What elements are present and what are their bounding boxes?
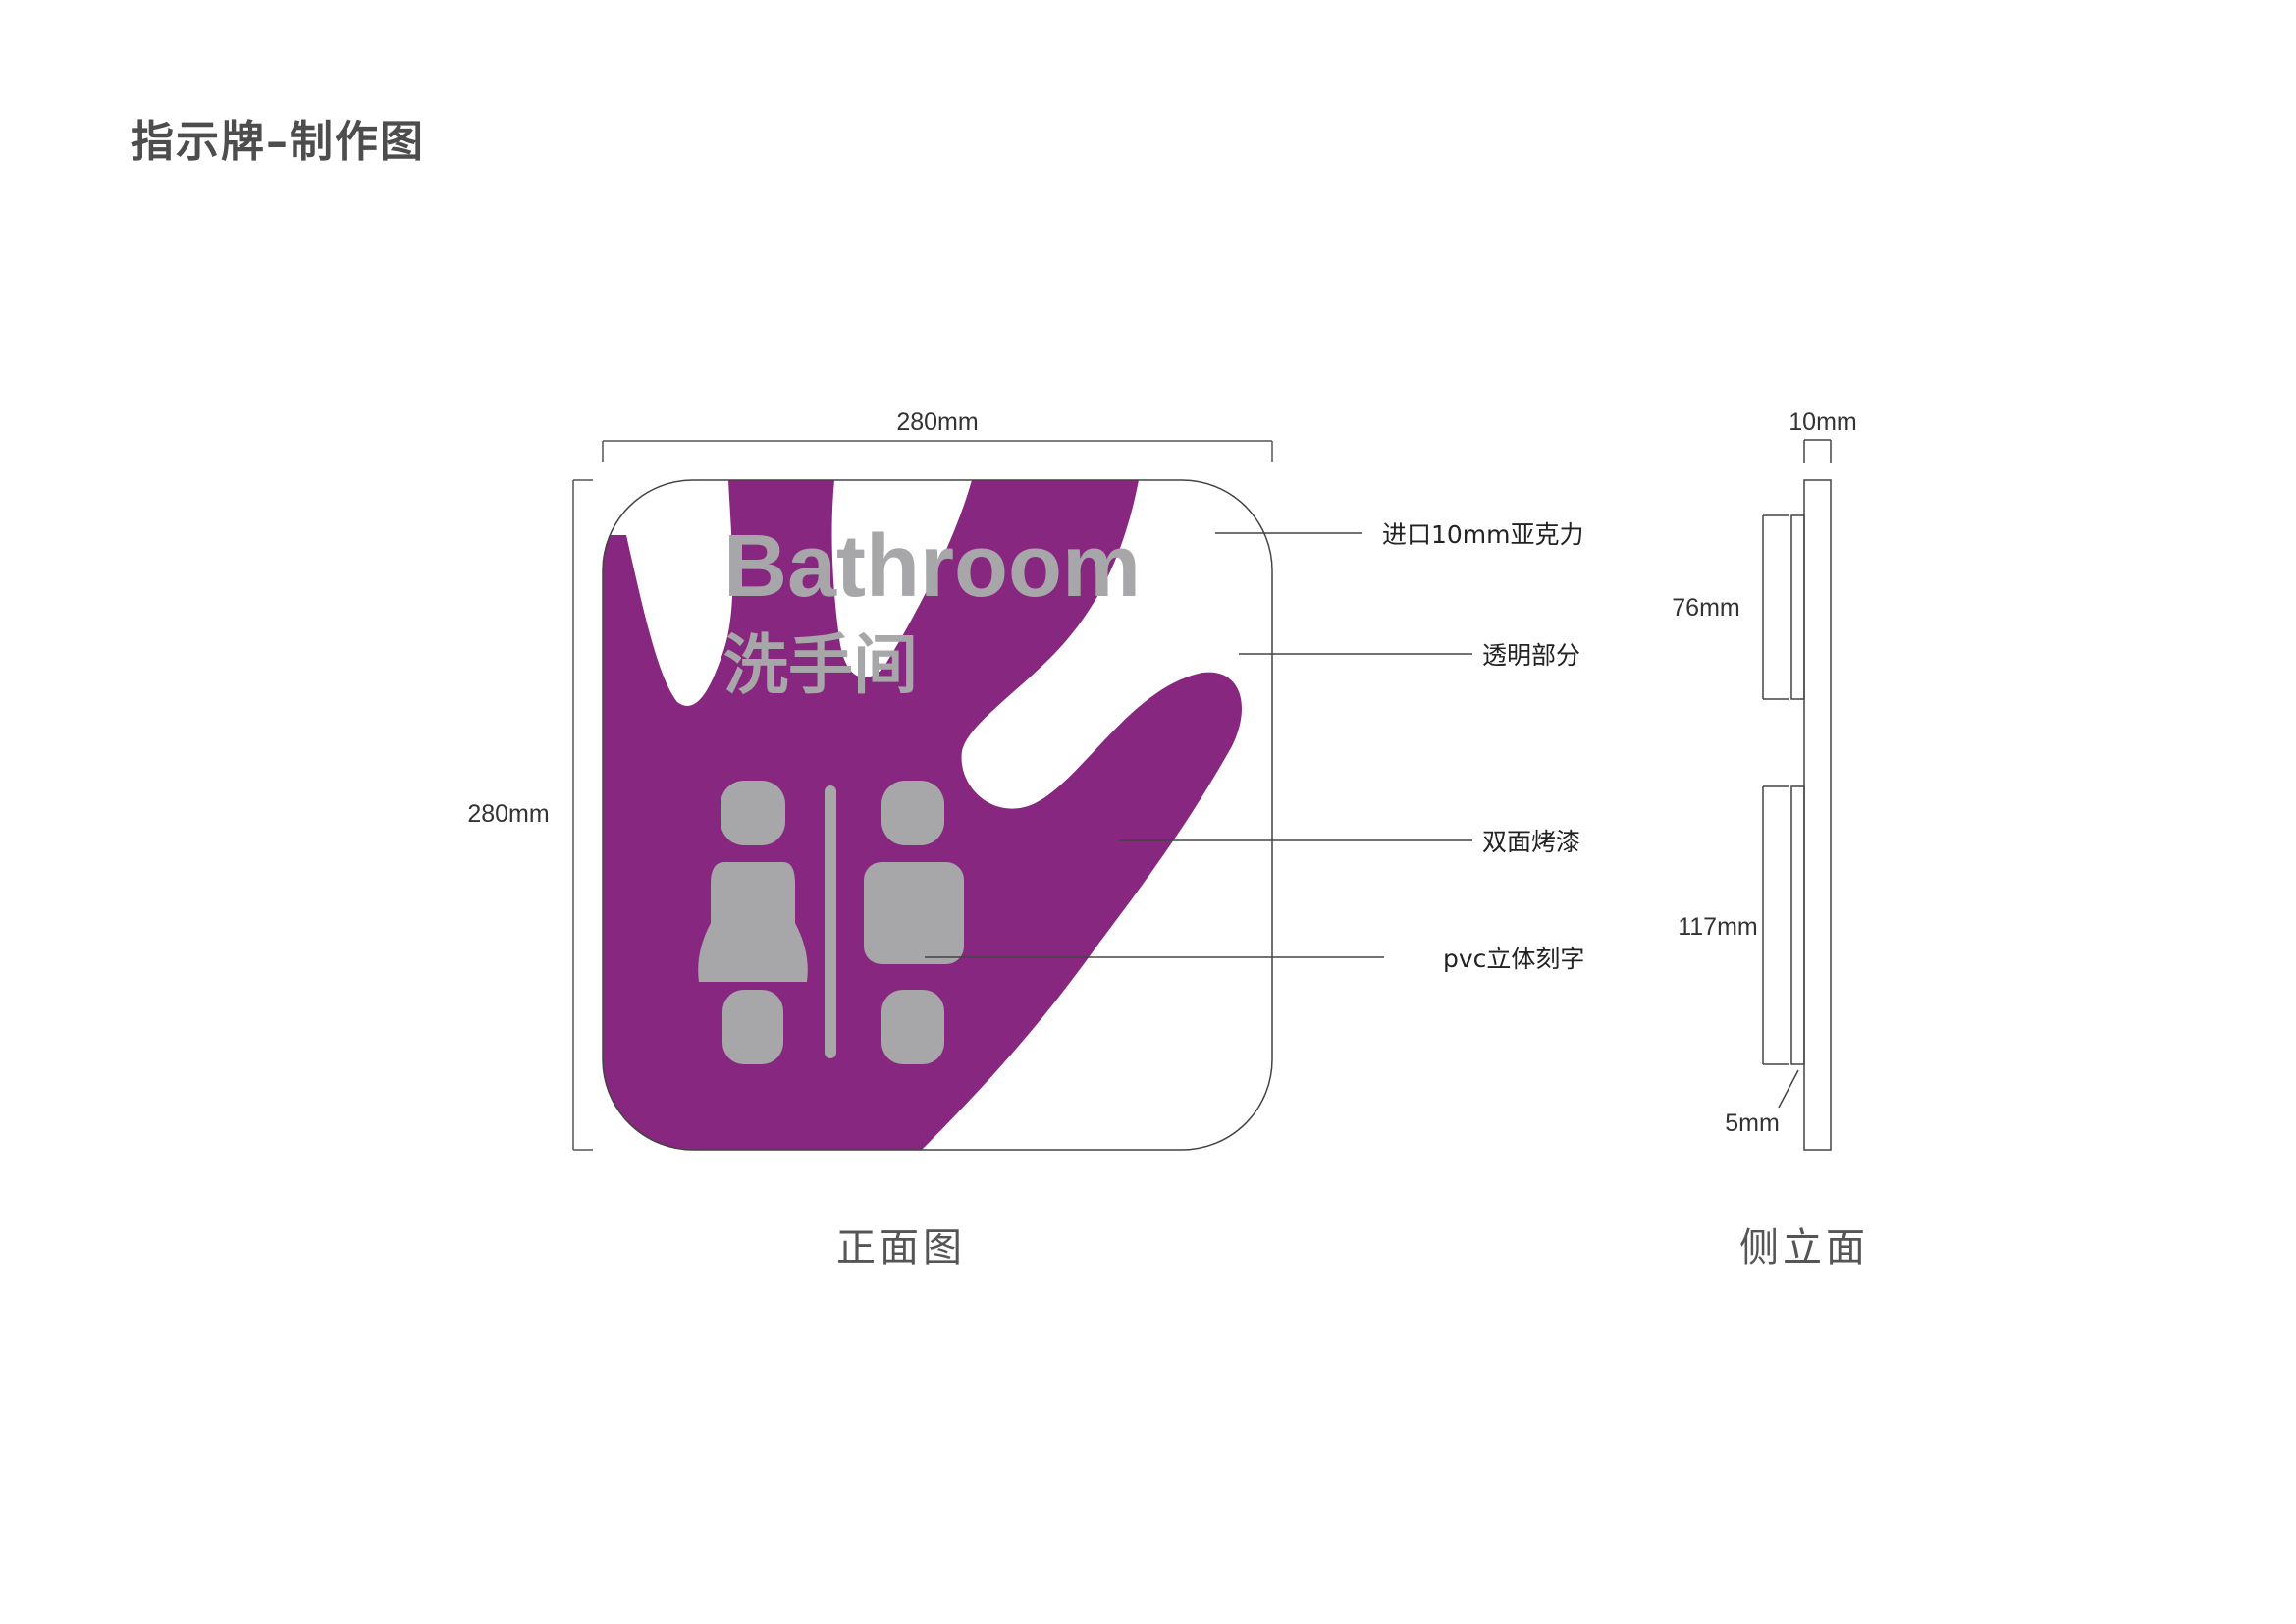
width-dimension [602, 440, 1273, 462]
callout-transparent: 透明部分 [1482, 641, 1580, 670]
callout-paint: 双面烤漆 [1482, 828, 1580, 856]
restroom-pictogram [698, 781, 964, 1064]
callout-pvc: pvc立体刻字 [1443, 945, 1584, 973]
female-figure-icon [698, 781, 808, 1064]
width-label: 280mm [896, 408, 978, 436]
side-view-caption: 侧立面 [1739, 1225, 1869, 1271]
callout-leaders [925, 532, 1472, 958]
divider-bar [825, 785, 836, 1058]
height-label: 280mm [467, 800, 549, 828]
height-dimension [572, 479, 593, 1151]
page-title: 指示牌–制作图 [131, 117, 425, 167]
finger-gap-left [831, 480, 972, 677]
sign-text-cn: 洗手间 [723, 627, 918, 703]
side-acrylic-board [1803, 479, 1832, 1151]
side-lower-layer [1790, 785, 1805, 1065]
front-view-caption: 正面图 [836, 1225, 966, 1271]
side-thickness-label: 10mm [1789, 408, 1856, 436]
side-lower-label: 117mm [1678, 913, 1758, 941]
callout-acrylic: 进口10mm亚克力 [1382, 520, 1584, 549]
front-view: 280mm 280mm Bathroom 洗手间 [467, 408, 1584, 1151]
side-upper-layer [1790, 514, 1805, 700]
side-offset-label: 5mm [1725, 1110, 1780, 1137]
male-figure-icon [864, 781, 964, 1064]
side-view [1762, 439, 1832, 1151]
side-upper-label: 76mm [1672, 594, 1739, 622]
sign-text-en: Bathroom [723, 517, 1141, 616]
